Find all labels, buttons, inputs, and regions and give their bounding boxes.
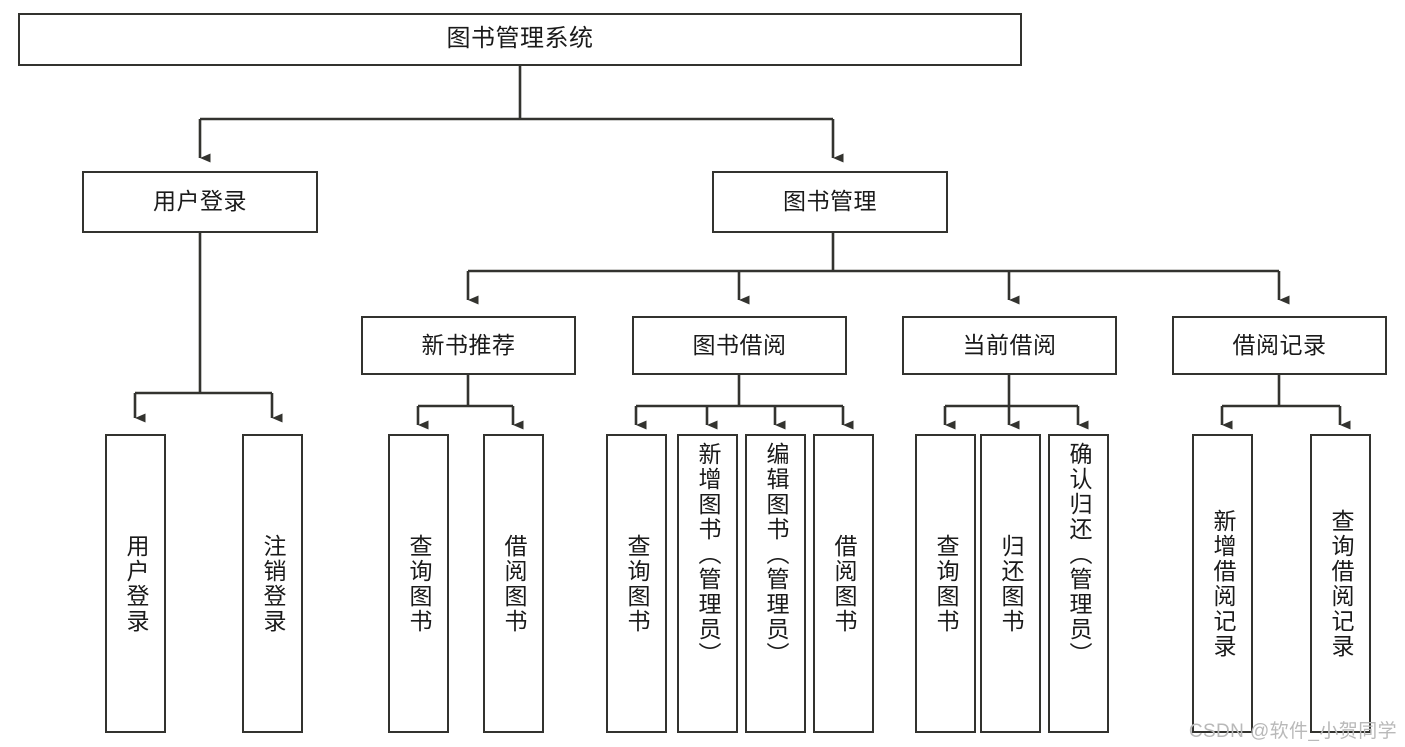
node-label: 归还图书 [998, 533, 1024, 634]
node-label: 图书管理 [783, 188, 877, 215]
node-label: 图书借阅 [692, 331, 787, 358]
node-new-book-recommend[interactable]: 新书推荐 [361, 316, 576, 375]
node-label: 注销登录 [260, 533, 286, 634]
node-label: 当前借阅 [962, 331, 1057, 358]
node-book-borrow[interactable]: 图书借阅 [632, 316, 847, 375]
leaf-borrow-record-add[interactable]: 新增借阅记录 [1192, 434, 1253, 733]
leaf-new-book-borrow[interactable]: 借阅图书 [483, 434, 544, 733]
node-label: 查询图书 [624, 533, 650, 634]
leaf-book-borrow-query[interactable]: 查询图书 [606, 434, 667, 733]
node-label: 查询图书 [933, 533, 959, 634]
leaf-current-borrow-return[interactable]: 归还图书 [980, 434, 1041, 733]
node-user-login[interactable]: 用户登录 [82, 171, 318, 233]
node-label: 查询借阅记录 [1328, 508, 1354, 659]
leaf-new-book-query[interactable]: 查询图书 [388, 434, 449, 733]
node-book-management[interactable]: 图书管理 [712, 171, 948, 233]
node-label: 用户登录 [153, 188, 247, 215]
node-root-system[interactable]: 图书管理系统 [18, 13, 1022, 66]
node-label: 编辑图书（管理员） [763, 442, 789, 667]
leaf-borrow-record-query[interactable]: 查询借阅记录 [1310, 434, 1371, 733]
node-label: 借阅图书 [831, 533, 857, 634]
node-label: 新增借阅记录 [1210, 508, 1236, 659]
leaf-book-borrow-add[interactable]: 新增图书（管理员） [677, 434, 738, 733]
node-label: 用户登录 [123, 533, 149, 634]
node-label: 新书推荐 [421, 331, 516, 358]
node-label: 确认归还（管理员） [1066, 442, 1092, 667]
node-label: 借阅记录 [1232, 331, 1327, 358]
leaf-book-borrow-borrow[interactable]: 借阅图书 [813, 434, 874, 733]
watermark-text: CSDN @软件_小贺同学 [1188, 721, 1397, 742]
node-label: 借阅图书 [501, 533, 527, 634]
leaf-book-borrow-edit[interactable]: 编辑图书（管理员） [745, 434, 806, 733]
leaf-current-borrow-query[interactable]: 查询图书 [915, 434, 976, 733]
node-label: 新增图书（管理员） [695, 442, 721, 667]
node-label: 查询图书 [406, 533, 432, 634]
leaf-user-login-login[interactable]: 用户登录 [105, 434, 166, 733]
node-borrow-record[interactable]: 借阅记录 [1172, 316, 1387, 375]
node-current-borrow[interactable]: 当前借阅 [902, 316, 1117, 375]
leaf-user-login-logout[interactable]: 注销登录 [242, 434, 303, 733]
node-label: 图书管理系统 [446, 25, 594, 53]
leaf-current-borrow-confirm-return[interactable]: 确认归还（管理员） [1048, 434, 1109, 733]
